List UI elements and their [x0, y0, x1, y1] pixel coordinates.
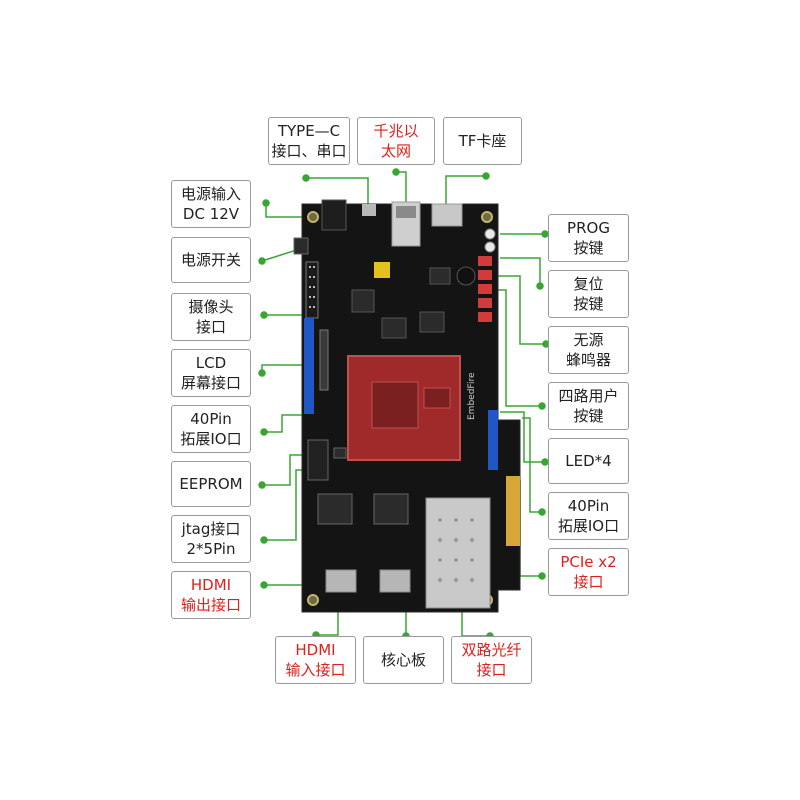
label-lcd: LCD 屏幕接口 [171, 349, 251, 397]
label-type-c-line1: TYPE—C [277, 122, 341, 140]
type-c-connector-dot [302, 174, 310, 182]
label-core-board: 核心板 [363, 636, 444, 684]
label-eeprom-line1: EEPROM [179, 475, 243, 493]
label-user-keys: 四路用户 按键 [548, 382, 629, 430]
label-power-input: 电源输入 DC 12V [171, 180, 251, 228]
label-sfp: 双路光纤 接口 [451, 636, 532, 684]
hdmi-out-port [325, 569, 357, 593]
label-camera-line2: 接口 [195, 318, 226, 336]
prog-button [484, 228, 496, 240]
label-sfp-line2: 接口 [476, 661, 507, 679]
label-buzzer-line2: 蜂鸣器 [565, 351, 611, 369]
label-camera-line1: 摄像头 [188, 298, 234, 316]
label-power-input-line1: 电源输入 [180, 185, 241, 203]
label-pcie-line2: 接口 [573, 573, 604, 591]
label-ethernet-line1: 千兆以 [373, 122, 419, 140]
user-key-1 [478, 270, 492, 280]
label-camera: 摄像头 接口 [171, 293, 251, 341]
label-led-line1: LED*4 [565, 452, 612, 470]
label-reset-line1: 复位 [573, 275, 604, 293]
lcd-fpc-connector [319, 329, 329, 391]
label-tf-slot: TF卡座 [443, 117, 522, 165]
label-hdmi-out: HDMI 输出接口 [171, 571, 251, 619]
label-reset: 复位 按键 [548, 270, 629, 318]
label-hdmi-out-line2: 输出接口 [180, 596, 241, 614]
label-hdmi-in-line1: HDMI [295, 641, 336, 659]
label-prog: PROG 按键 [548, 214, 629, 262]
label-hdmi-out-line1: HDMI [190, 576, 232, 594]
label-40pin-left-line1: 40Pin [190, 410, 232, 428]
pcie-gold-fingers [506, 476, 520, 546]
user-key-3 [478, 298, 492, 308]
label-power-switch: 电源开关 [171, 237, 251, 283]
jtag-header [307, 439, 329, 481]
label-prog-line2: 按键 [573, 239, 604, 257]
label-ethernet: 千兆以 太网 [357, 117, 435, 165]
label-lcd-line1: LCD [195, 354, 227, 372]
label-pcie-line1: PCIe x2 [560, 553, 617, 571]
reset-connector-line [500, 257, 541, 286]
user-keys-connector-line [495, 289, 542, 407]
camera-header [305, 261, 319, 319]
label-sfp-line1: 双路光纤 [461, 641, 522, 659]
tf-card-slot [431, 203, 463, 227]
board-brand-text: EmbedFire [467, 372, 477, 420]
label-power-switch-line1: 电源开关 [180, 251, 241, 269]
label-40pin-left: 40Pin 拓展IO口 [171, 405, 251, 453]
eeprom-chip [333, 447, 347, 459]
hdmi-in-port [379, 569, 411, 593]
label-40pin-right: 40Pin 拓展IO口 [548, 492, 629, 540]
label-buzzer: 无源 蜂鸣器 [548, 326, 629, 374]
dc-power-jack [321, 199, 347, 231]
label-eeprom: EEPROM [171, 461, 251, 507]
label-40pin-right-line2: 拓展IO口 [557, 517, 620, 535]
pin40-right-connector-line [522, 417, 542, 513]
type-c-connector-line [306, 177, 369, 212]
tf-connector-line [445, 175, 486, 212]
label-ethernet-line2: 太网 [380, 142, 411, 160]
pin40-left-connector-line [264, 414, 308, 433]
label-pcie: PCIe x2 接口 [548, 548, 629, 596]
label-hdmi-in-line2: 输入接口 [285, 661, 346, 679]
label-lcd-line2: 屏幕接口 [180, 374, 241, 392]
label-hdmi-in: HDMI 输入接口 [275, 636, 356, 684]
label-jtag: jtag接口 2*5Pin [171, 515, 251, 563]
label-core-board-line1: 核心板 [380, 651, 426, 669]
label-40pin-left-line2: 拓展IO口 [180, 430, 242, 448]
label-user-keys-line1: 四路用户 [558, 387, 619, 405]
power-switch [293, 237, 309, 255]
label-reset-line2: 按键 [573, 295, 604, 313]
label-jtag-line2: 2*5Pin [186, 540, 236, 558]
label-type-c: TYPE—C 接口、串口 [268, 117, 350, 165]
power-in-connector-line [265, 203, 318, 218]
label-power-input-line2: DC 12V [182, 205, 240, 223]
label-40pin-right-line1: 40Pin [567, 497, 610, 515]
label-prog-line1: PROG [567, 219, 610, 237]
label-led: LED*4 [548, 438, 629, 484]
pin40-right-header [488, 410, 498, 470]
label-user-keys-line2: 按键 [573, 407, 604, 425]
label-jtag-line1: jtag接口 [181, 520, 241, 538]
yellow-component [374, 262, 390, 278]
led-connector-line [500, 411, 545, 463]
label-tf-slot-line1: TF卡座 [458, 132, 507, 150]
label-type-c-line2: 接口、串口 [271, 142, 347, 160]
pin40-left-header [304, 318, 314, 414]
sfp-cage [425, 497, 491, 609]
label-buzzer-line1: 无源 [573, 331, 604, 349]
type-c-port [362, 204, 376, 216]
buzzer [456, 266, 476, 286]
user-key-4 [478, 312, 492, 322]
user-key-2 [478, 284, 492, 294]
reset-button [478, 256, 492, 266]
